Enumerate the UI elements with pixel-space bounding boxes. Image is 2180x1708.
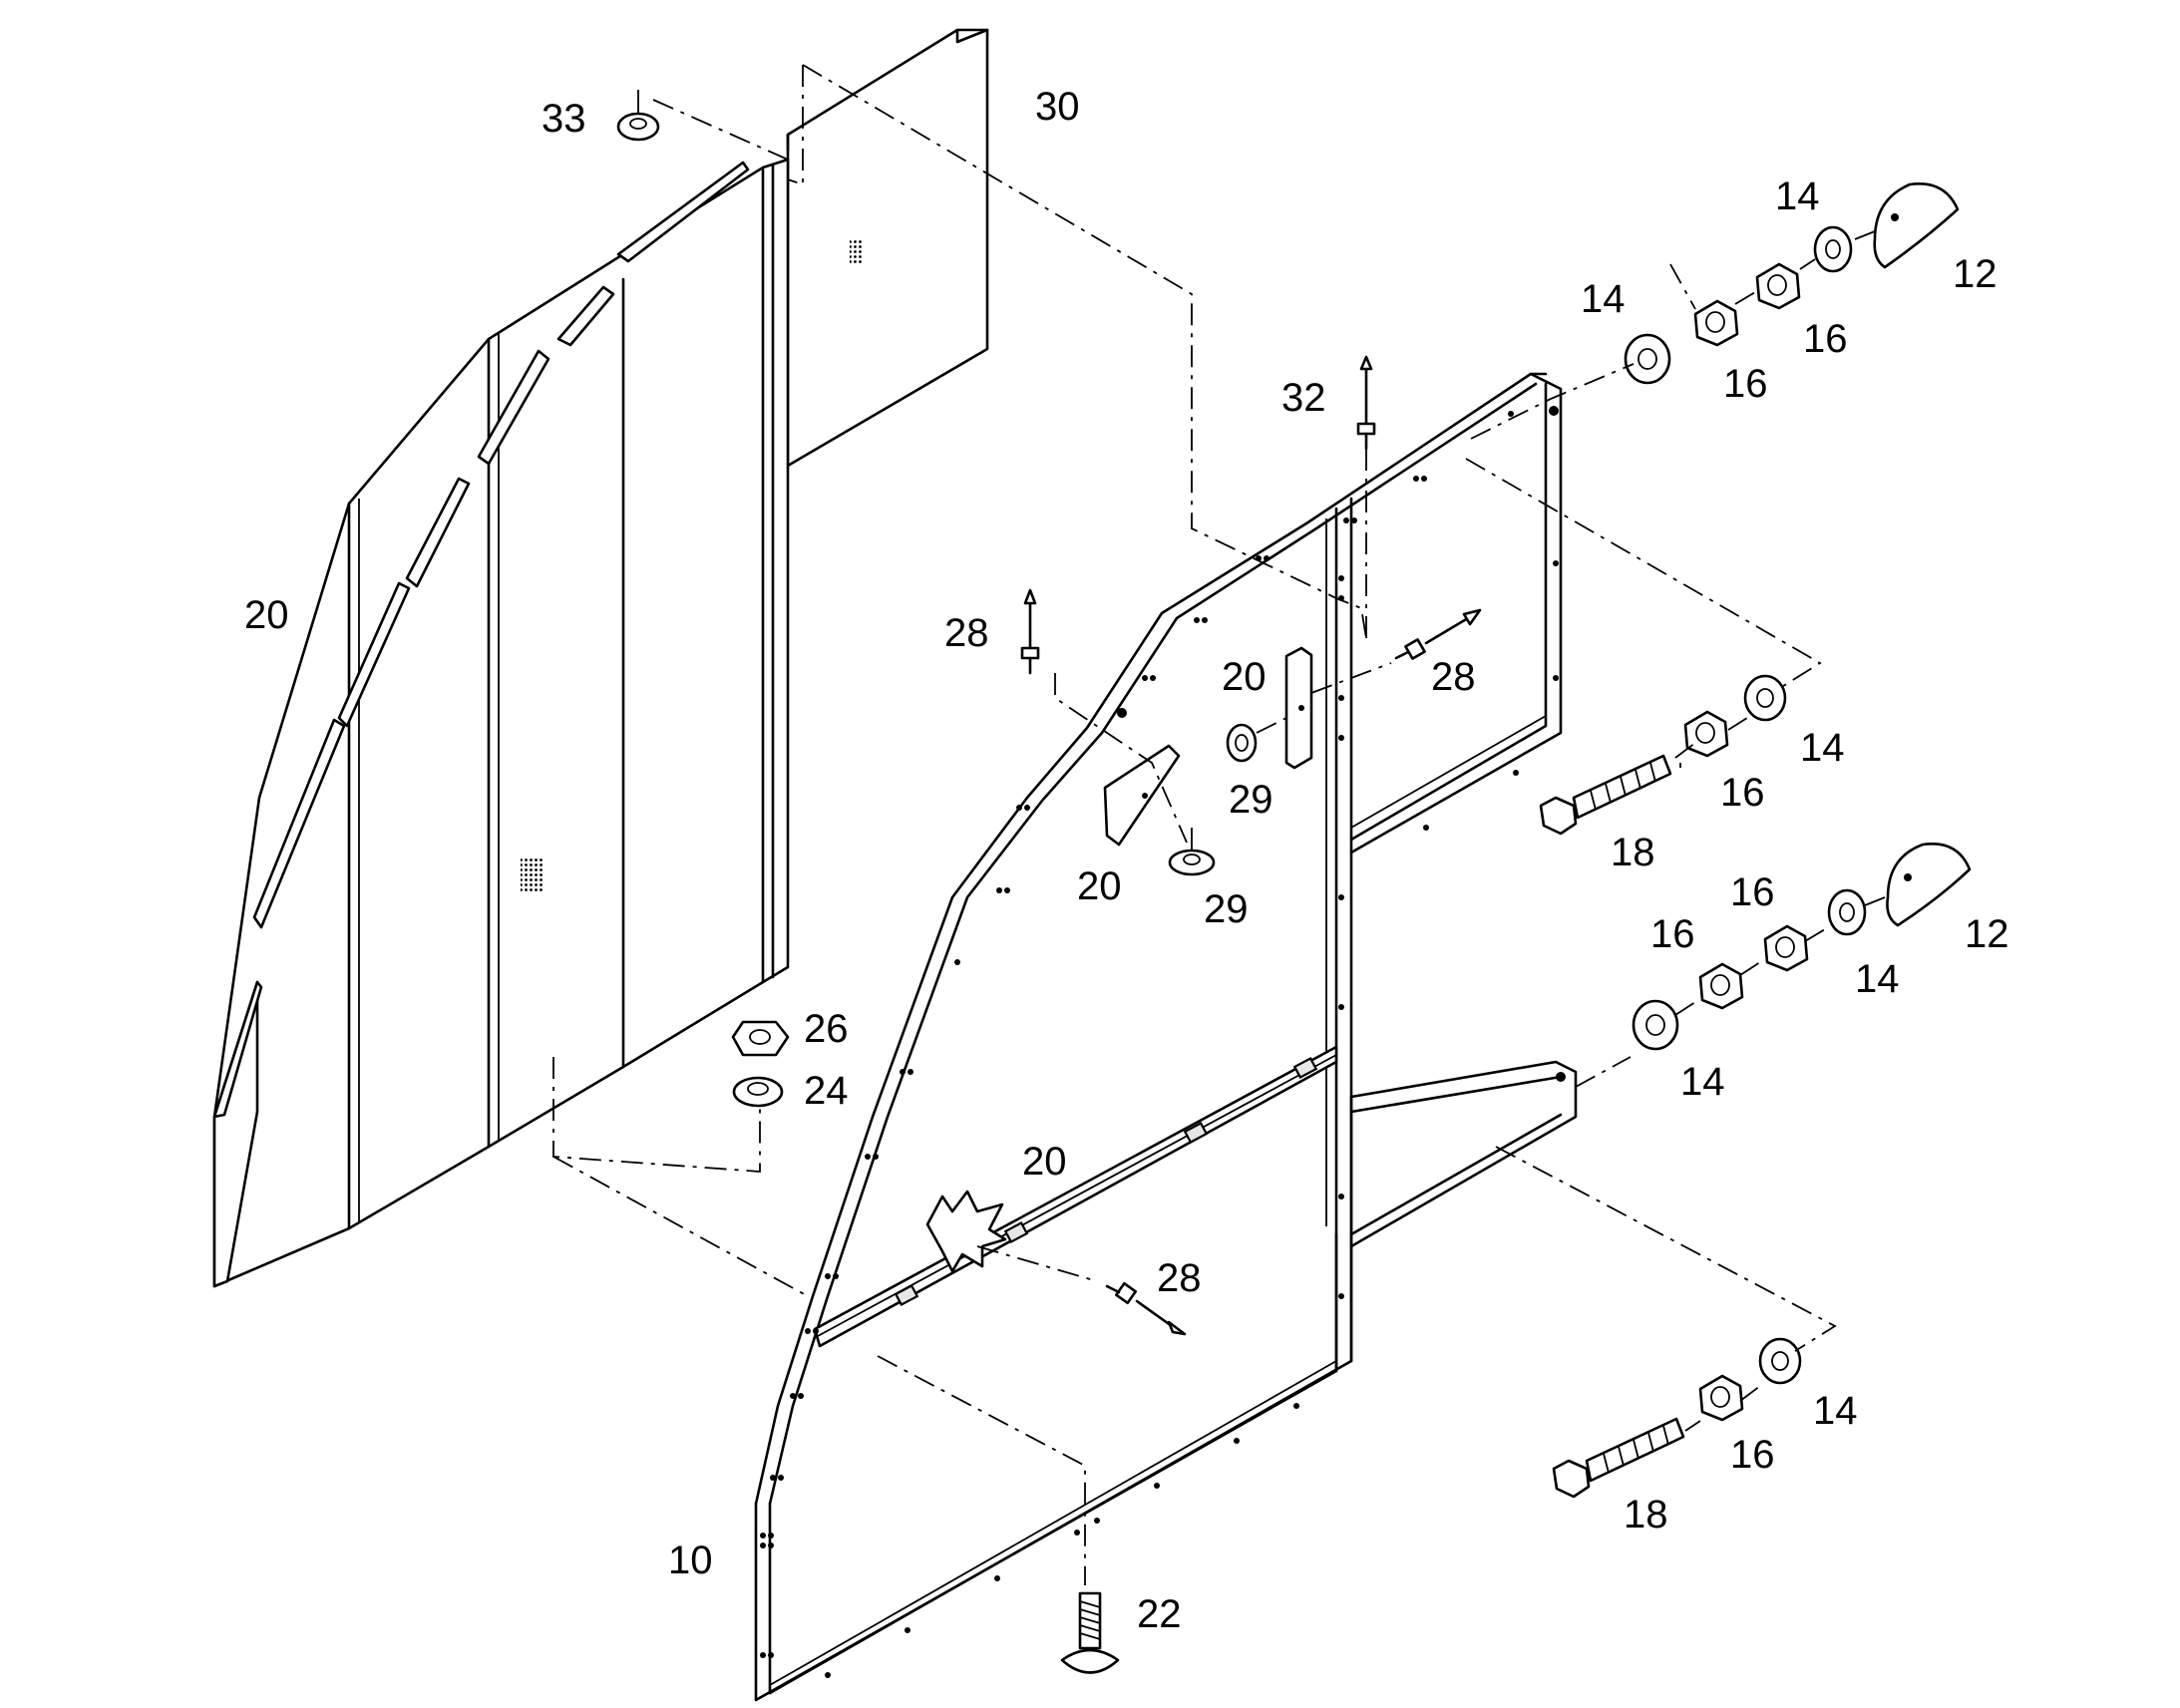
pin-part-28-right — [1394, 608, 1482, 660]
callout-16-mid: 16 — [1720, 771, 1765, 815]
pin-part-28-top — [1020, 588, 1040, 675]
bracket-part-20-upper — [1284, 646, 1313, 770]
callout-20-upper-bracket: 20 — [1222, 655, 1267, 699]
frame-hole-pattern — [760, 406, 1566, 1678]
callout-28-lower: 28 — [1157, 1256, 1202, 1300]
callout-14-mid: 14 — [1800, 726, 1845, 770]
washer-part-33 — [616, 90, 660, 142]
hardware-stack-bottom-right — [1698, 1337, 1802, 1422]
hardware-stack-mid-right — [1683, 674, 1787, 758]
callout-22: 22 — [1137, 1592, 1182, 1636]
knob-part-20-lower — [925, 1190, 1007, 1273]
callout-10: 10 — [668, 1538, 713, 1582]
washer-part-29-lower — [1168, 828, 1216, 876]
washer-part-24 — [732, 1076, 784, 1108]
callout-32: 32 — [1281, 376, 1326, 420]
callout-20-middle-bracket: 20 — [1077, 864, 1122, 908]
callout-14-bottom: 14 — [1813, 1389, 1858, 1433]
callout-14-lower-a: 14 — [1855, 957, 1900, 1001]
nut-part-26 — [731, 1020, 790, 1057]
callout-20-knob: 20 — [1022, 1140, 1067, 1184]
callout-14-upper-a: 14 — [1775, 174, 1820, 218]
bolt-part-18-upper — [1539, 754, 1672, 836]
callout-18-lower: 18 — [1624, 1493, 1668, 1537]
frame-part-10 — [754, 372, 1578, 1702]
callout-20-panel: 20 — [244, 593, 289, 637]
hardware-stack-upper — [1624, 181, 1960, 385]
callout-29-lower: 29 — [1204, 887, 1249, 931]
callout-labels: 33 30 14 12 14 16 16 32 20 28 20 28 29 1… — [244, 85, 2009, 1636]
callout-12-lower: 12 — [1965, 912, 2009, 956]
panel-part-20-30 — [212, 28, 989, 1288]
callout-16-bottom: 16 — [1730, 1433, 1775, 1477]
assembly-leader-lines — [552, 64, 1886, 1585]
callout-30: 30 — [1035, 85, 1080, 129]
washer-part-29-upper — [1226, 723, 1258, 763]
callout-12-upper: 12 — [1953, 252, 1998, 296]
callout-16-upper-b: 16 — [1723, 362, 1768, 406]
callout-26: 26 — [804, 1007, 849, 1051]
pin-part-28-lower — [1105, 1281, 1187, 1336]
callout-16-lower-b: 16 — [1650, 912, 1695, 956]
callout-28-top: 28 — [944, 611, 989, 655]
screw-part-22 — [1060, 1591, 1120, 1674]
callout-33: 33 — [542, 97, 586, 141]
callout-28-right: 28 — [1431, 655, 1476, 699]
callout-16-upper-a: 16 — [1803, 317, 1848, 361]
callout-29-upper: 29 — [1229, 778, 1273, 822]
callout-18-upper: 18 — [1611, 831, 1655, 874]
callout-14-upper-b: 14 — [1581, 277, 1626, 321]
callout-24: 24 — [804, 1069, 849, 1113]
hardware-stack-lower — [1632, 842, 1972, 1051]
panel-mesh-mark — [521, 239, 864, 893]
bolt-part-18-lower — [1552, 1417, 1685, 1499]
bracket-part-20-middle — [1103, 744, 1181, 847]
callout-16-lower-a: 16 — [1730, 870, 1775, 914]
callout-14-lower-b: 14 — [1680, 1060, 1725, 1104]
pin-part-32 — [1356, 355, 1376, 451]
